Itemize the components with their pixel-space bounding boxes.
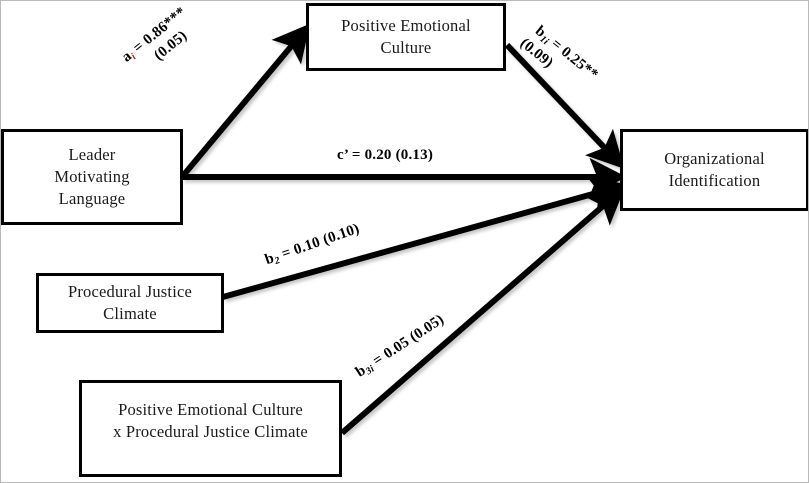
leader-motivating-language-box[interactable]: Leader Motivating Language <box>1 129 183 225</box>
node-line: Positive Emotional <box>341 16 471 36</box>
organizational-identification-box[interactable]: Organizational Identification <box>620 129 808 211</box>
procedural-justice-climate-box[interactable]: Procedural Justice Climate <box>36 273 224 333</box>
organizational-identification-label: Organizational Identification <box>652 148 777 192</box>
edge-b1-path-arrow <box>504 42 625 169</box>
positive-emotional-culture-box[interactable]: Positive Emotional Culture <box>306 3 506 71</box>
node-line: Culture <box>380 38 432 57</box>
node-line: Positive Emotional Culture <box>118 400 303 419</box>
node-line: Motivating <box>54 167 130 187</box>
node-line: Climate <box>103 304 157 323</box>
edge-b3-path-arrow <box>340 186 626 436</box>
positive-emotional-culture-label: Positive Emotional Culture <box>329 15 483 59</box>
edge-label-c-prime-path: c’ = 0.20 (0.13) <box>337 147 433 164</box>
node-line: Leader <box>68 145 116 165</box>
procedural-justice-climate-label: Procedural Justice Climate <box>56 281 204 325</box>
interaction-term-box[interactable]: Positive Emotional Culture x Procedural … <box>79 380 342 477</box>
node-line: Language <box>58 188 126 208</box>
edge-a-path-arrow <box>179 23 311 179</box>
leader-motivating-language-label: Leader Motivating Language <box>42 144 141 209</box>
node-line: Procedural Justice <box>67 282 193 302</box>
edge-equals: = <box>279 244 294 263</box>
node-line: Identification <box>668 171 761 190</box>
node-line: x Procedural Justice Climate <box>113 421 308 441</box>
edge-label-text: c’ = 0.20 (0.13) <box>337 147 434 163</box>
edge-b2-path-arrow <box>222 175 628 300</box>
interaction-term-label: Positive Emotional Culture x Procedural … <box>101 399 320 443</box>
node-line: Organizational <box>664 149 765 169</box>
